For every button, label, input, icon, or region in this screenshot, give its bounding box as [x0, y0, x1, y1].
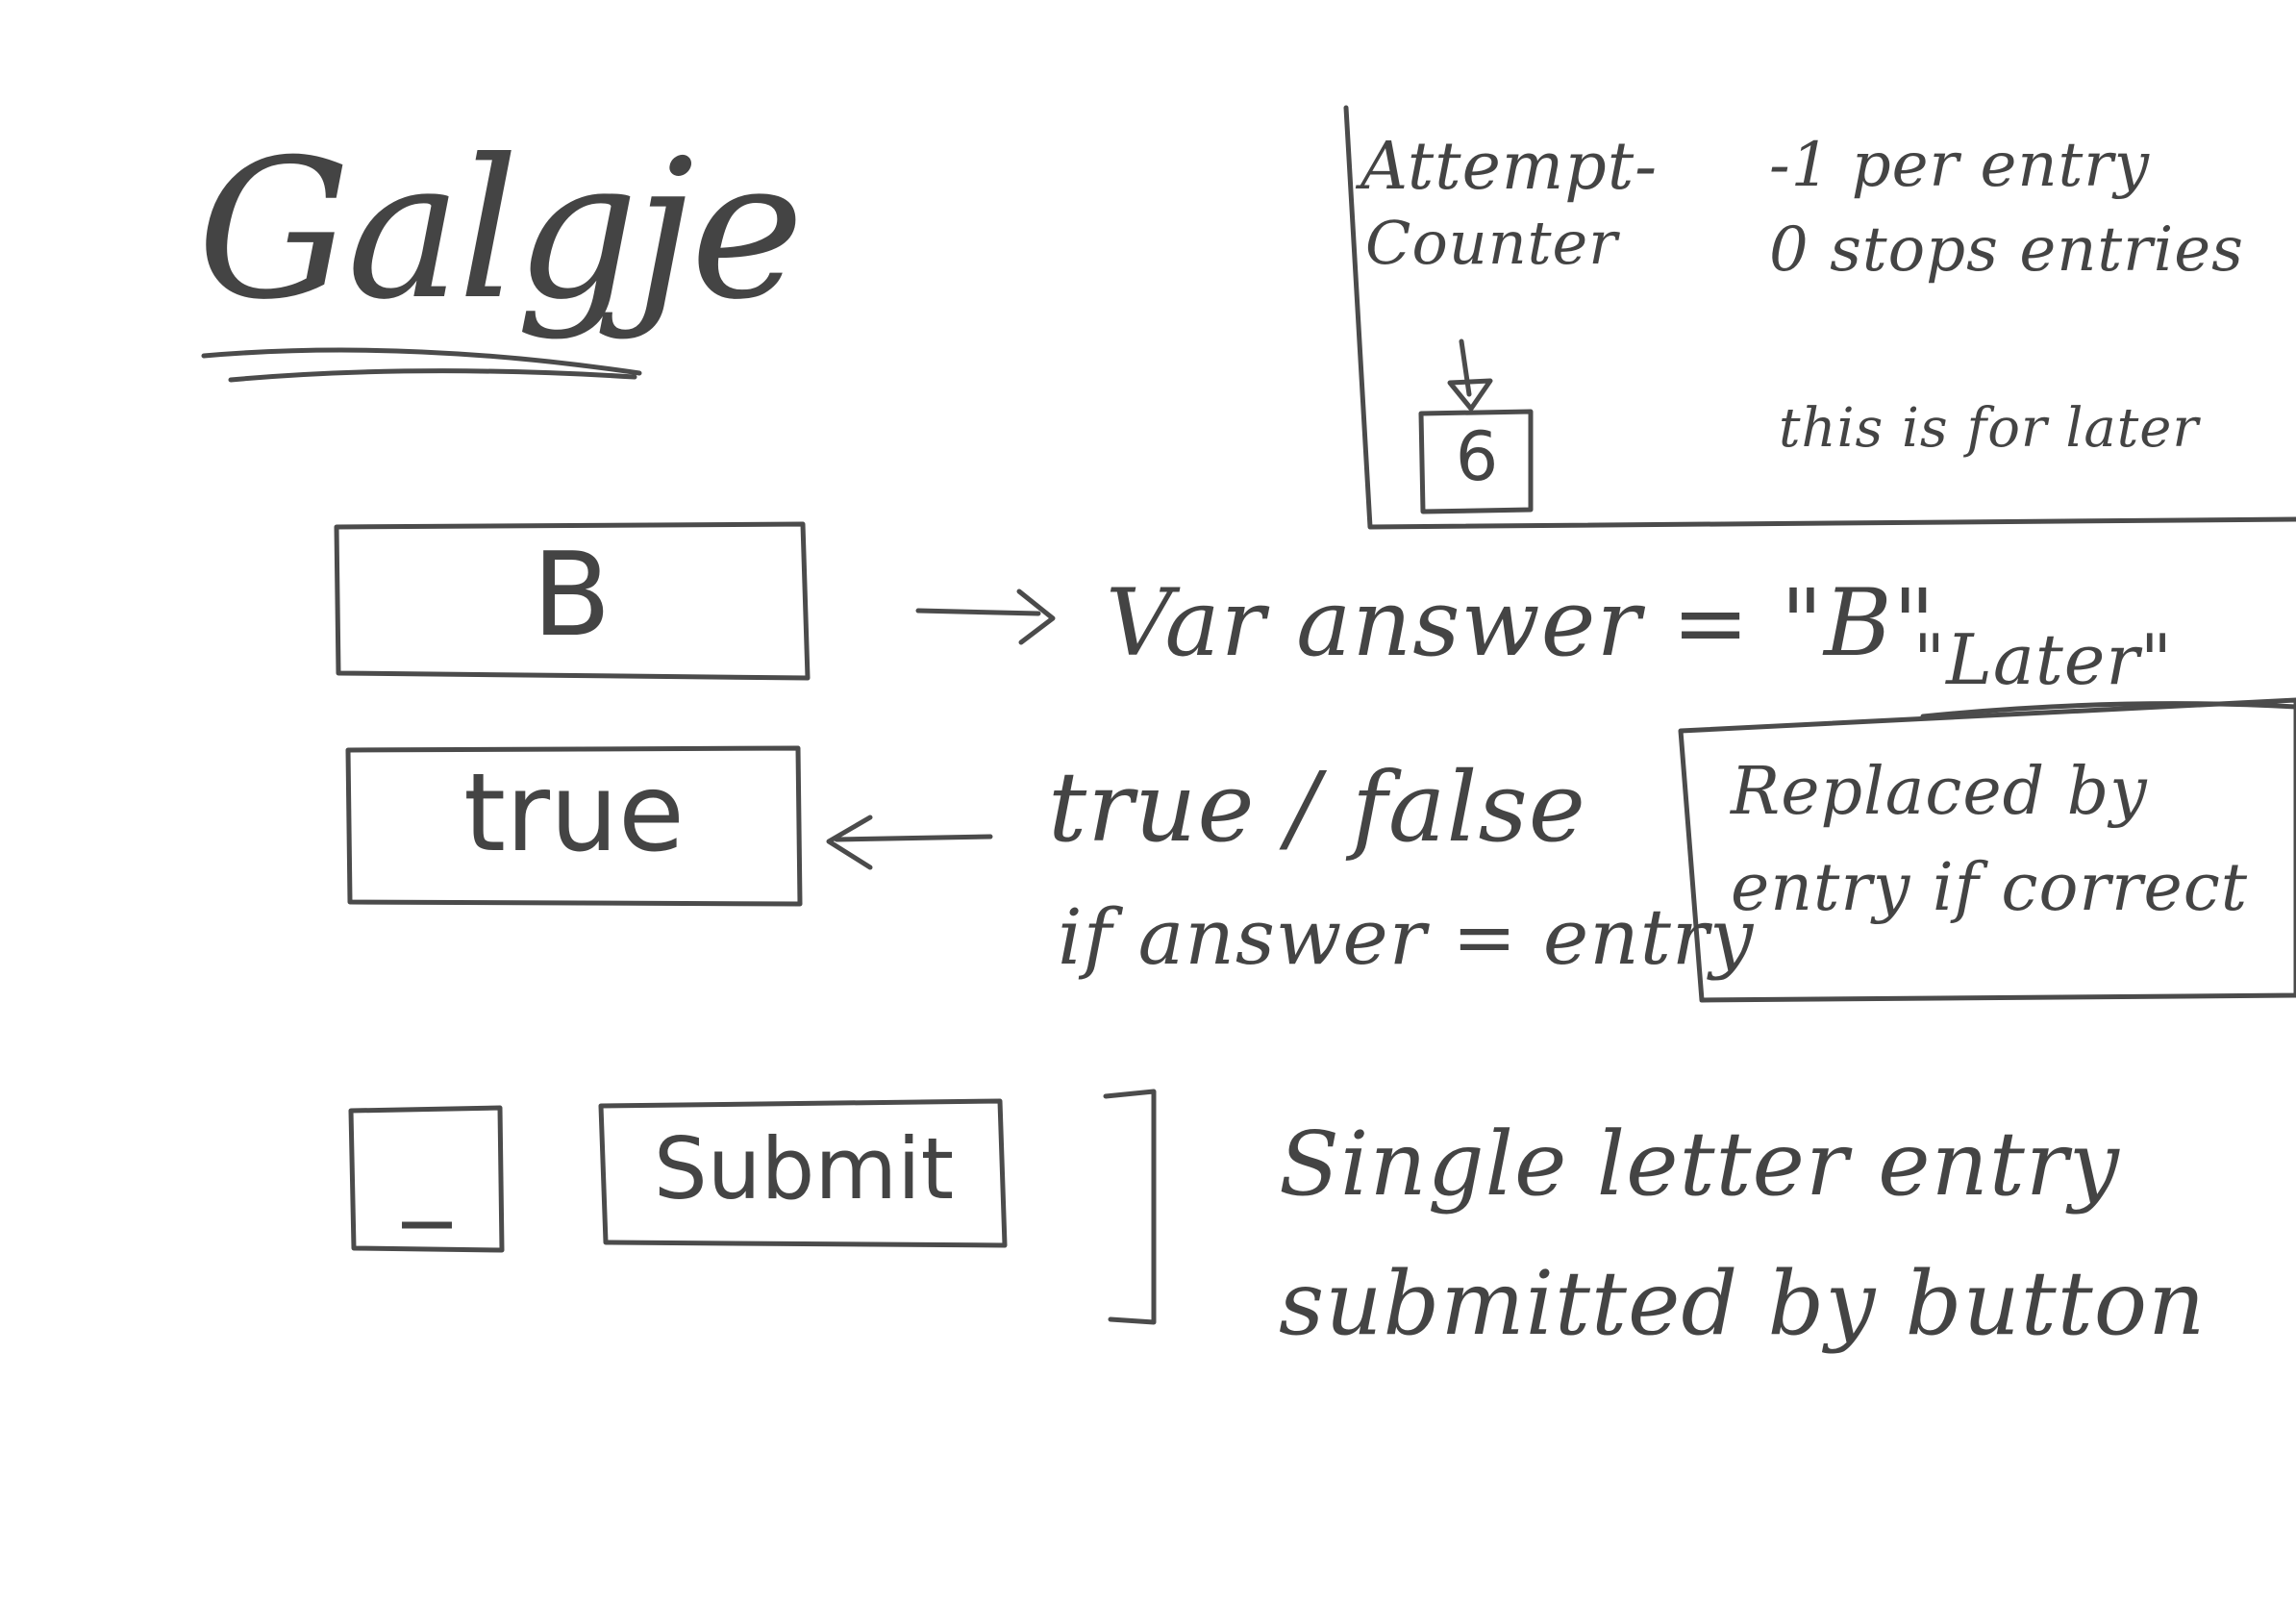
attempt-counter-value: 6: [1455, 417, 1499, 496]
answer-arrow-line: [915, 608, 1041, 616]
result-note-line1: true / false: [1048, 751, 1586, 864]
title-underline: [201, 347, 642, 376]
later-underline: [1920, 701, 2296, 719]
attempt-counter-note-2: 0 stops entries: [1769, 214, 2244, 286]
counter-arrow-line: [1459, 338, 1472, 397]
entry-note-line1: Single letter entry: [1279, 1113, 2120, 1216]
title-underline-2: [228, 368, 637, 383]
attempt-counter-note-1: -1 per entry: [1769, 130, 2151, 201]
entry-input-value: _: [403, 1116, 451, 1229]
answer-box-value: B: [532, 529, 611, 663]
entry-bracket: [1103, 1089, 1157, 1325]
answer-variable-note: Var answer = "B": [1106, 569, 1936, 677]
attempt-counter-label-line1: Attempt-: [1360, 129, 1659, 205]
entry-note-line2: submitted by button: [1279, 1252, 2207, 1355]
page-title: Galgje: [197, 118, 804, 342]
submit-button-label: Submit: [653, 1119, 955, 1218]
result-box-value: true: [463, 751, 685, 876]
result-note-line2: if answer = entry: [1058, 892, 1755, 982]
result-arrow-line: [834, 834, 993, 842]
answer-arrow-head: [1016, 589, 1056, 645]
later-box-line2: entry if correct: [1731, 850, 2249, 926]
later-label: "Later": [1913, 619, 2173, 700]
counter-arrow-head: [1447, 378, 1493, 412]
attempt-counter-note-3: this is for later: [1779, 397, 2200, 460]
later-box-line1: Replaced by: [1731, 754, 2148, 830]
attempt-counter-label-line2: Counter: [1365, 208, 1618, 278]
result-arrow-head: [826, 815, 873, 870]
